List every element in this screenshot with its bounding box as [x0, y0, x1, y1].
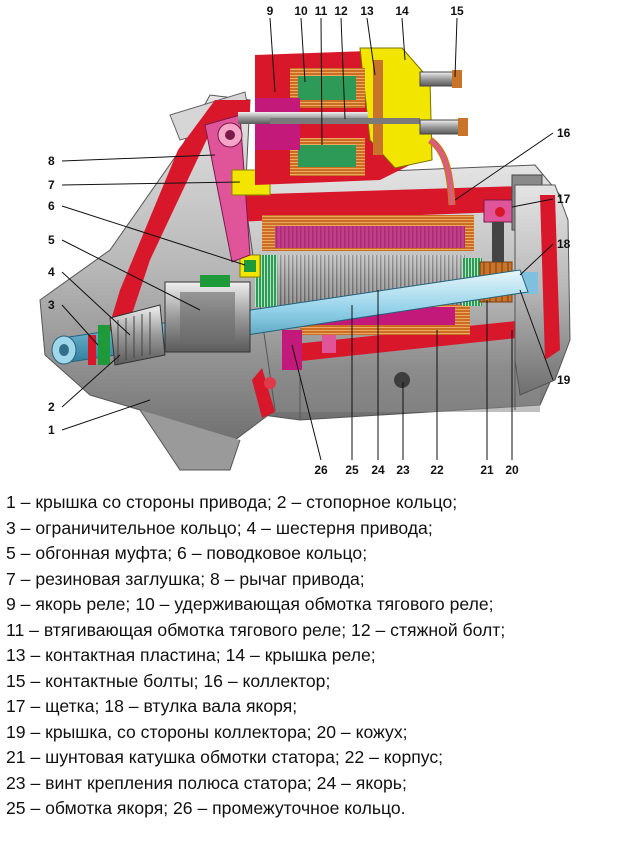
callout-3: 3 — [48, 298, 55, 312]
drive-pinion — [98, 304, 166, 366]
callout-26: 26 — [314, 463, 328, 477]
callout-4: 4 — [48, 265, 55, 279]
callout-1: 1 — [48, 423, 55, 437]
callout-16: 16 — [557, 126, 571, 140]
callout-numbers: 9 10 11 12 13 14 15 16 17 18 19 8 7 6 5 … — [48, 4, 571, 477]
legend-line: 11 – втягивающая обмотка тягового реле; … — [6, 619, 506, 640]
callout-15: 15 — [450, 4, 464, 18]
stop-ring — [88, 335, 96, 365]
callout-11: 11 — [315, 4, 328, 18]
leader-lines — [61, 17, 554, 461]
legend-line: 25 – обмотка якоря; 26 – промежуточное к… — [6, 798, 406, 818]
shift-ring — [239, 254, 261, 278]
legend-line: 3 – ограничительное кольцо; 4 – шестерня… — [6, 517, 433, 538]
legend-line: 23 – винт крепления полюса статора; 24 –… — [6, 772, 407, 793]
legend-line: 7 – резиновая заглушка; 8 – рычаг привод… — [6, 568, 365, 589]
callout-2: 2 — [48, 400, 55, 414]
intermediate-ring — [282, 330, 336, 370]
legend-line: 9 – якорь реле; 10 – удерживающая обмотк… — [6, 594, 494, 614]
callout-20: 20 — [505, 463, 519, 477]
solenoid-relay — [238, 47, 468, 206]
legend-line: 5 – обгонная муфта; 6 – поводковое кольц… — [6, 543, 368, 563]
callout-12: 12 — [334, 4, 348, 18]
callout-24: 24 — [371, 463, 385, 477]
overrunning-clutch — [164, 275, 251, 353]
legend-line: 15 – контактные болты; 16 – коллектор; — [6, 670, 331, 691]
legend-line: 17 – щетка; 18 – втулка вала якоря; — [6, 696, 298, 716]
stator-shell-cutaway — [232, 185, 555, 362]
callout-8: 8 — [48, 154, 55, 168]
callout-25: 25 — [345, 463, 359, 477]
legend-line: 21 – шунтовая катушка обмотки статора; 2… — [6, 747, 444, 767]
callout-23: 23 — [396, 463, 410, 477]
callout-17: 17 — [557, 192, 571, 206]
drive-lever — [204, 114, 251, 263]
legend-line: 1 – крышка со стороны привода; 2 – стопо… — [6, 492, 458, 512]
callout-9: 9 — [267, 4, 274, 18]
callout-7: 7 — [48, 178, 55, 192]
callout-5: 5 — [48, 233, 55, 247]
callout-19: 19 — [557, 373, 571, 387]
legend-line: 19 – крышка, со стороны коллектора; 20 –… — [6, 721, 408, 742]
legend-line: 13 – контактная пластина; 14 – крышка ре… — [6, 645, 376, 665]
callout-22: 22 — [430, 463, 444, 477]
starter-cutaway-diagram: 9 10 11 12 13 14 15 16 17 18 19 8 7 6 5 … — [39, 4, 571, 477]
field-winding — [262, 215, 474, 335]
callout-14: 14 — [395, 4, 409, 18]
callout-21: 21 — [480, 463, 494, 477]
callout-10: 10 — [294, 4, 308, 18]
callout-13: 13 — [360, 4, 374, 18]
parts-legend: 1 – крышка со стороны привода; 2 – стопо… — [6, 490, 626, 822]
callout-18: 18 — [557, 237, 571, 251]
callout-6: 6 — [48, 199, 55, 213]
